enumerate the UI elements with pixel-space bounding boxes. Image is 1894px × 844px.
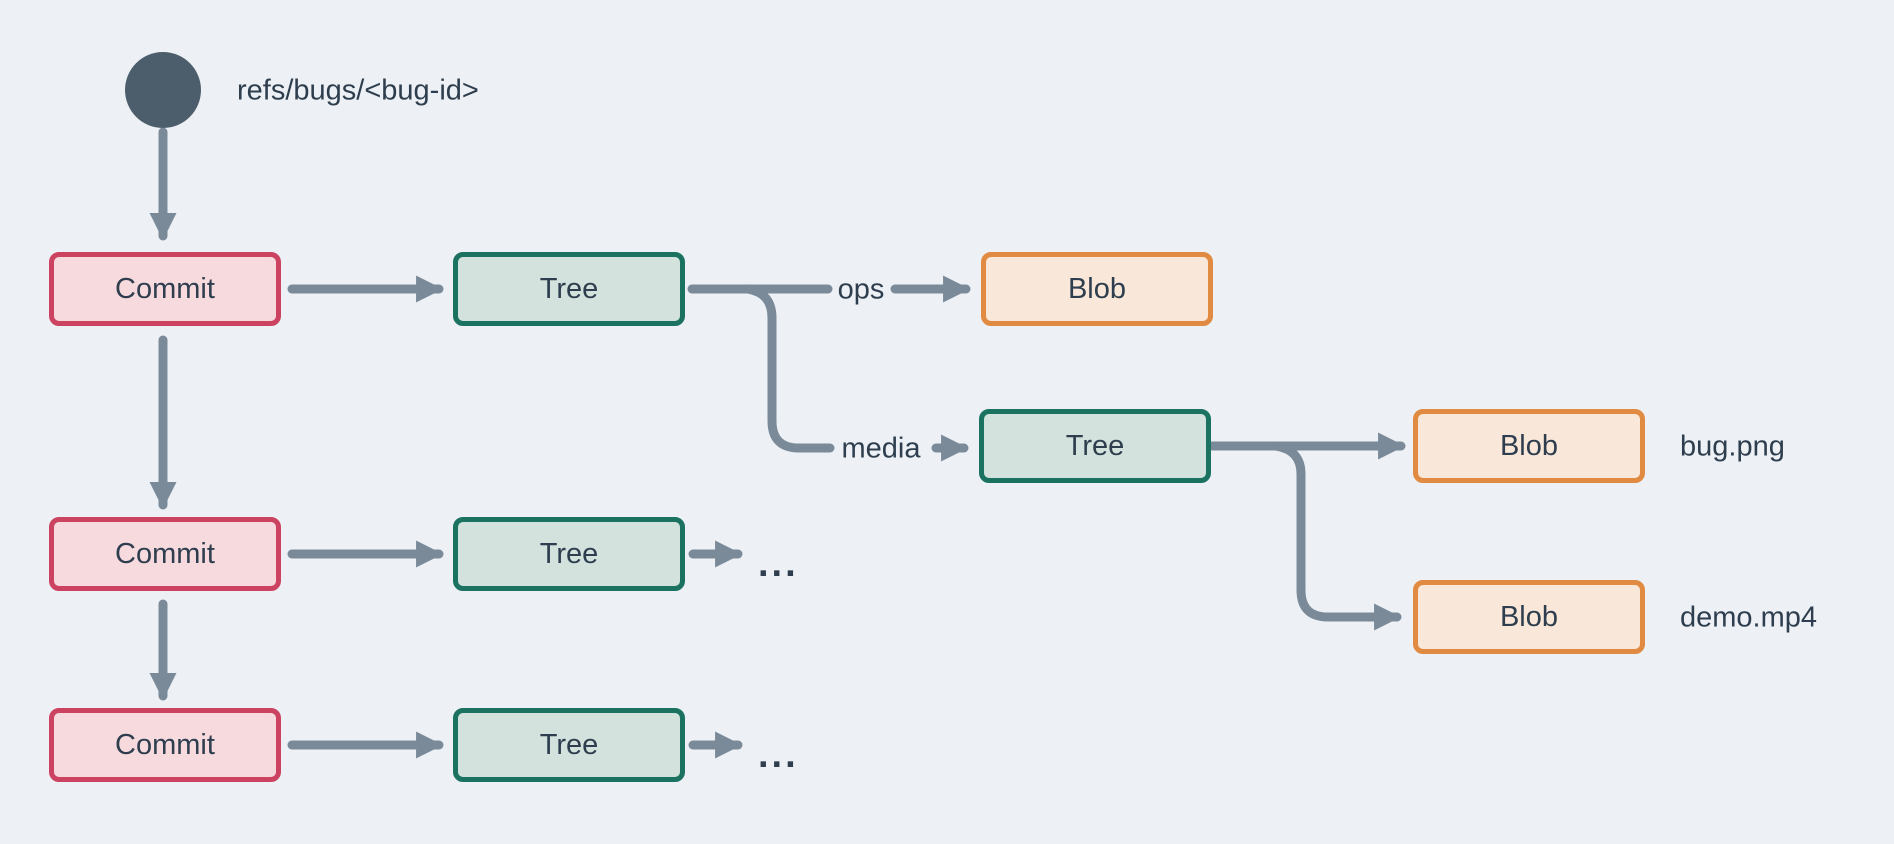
tree-node-2-label: Tree [539, 537, 599, 570]
commit-node-2: Commit [49, 517, 281, 591]
tree-node-2: Tree [453, 517, 685, 591]
file-label-demo-mp4: demo.mp4 [1680, 601, 1818, 634]
blob-node-bug-label: Blob [1499, 429, 1559, 462]
blob-node-ops: Blob [981, 252, 1213, 326]
blob-node-ops-label: Blob [1067, 272, 1127, 305]
edge-label-ops: ops [837, 273, 885, 306]
tree-node-3-label: Tree [539, 728, 599, 761]
commit-node-1: Commit [49, 252, 281, 326]
arrow-tree2-branch-to-blob-demo [1271, 441, 1402, 631]
blob-node-bug: Blob [1413, 409, 1645, 483]
line-tree1-branch-media [743, 284, 835, 453]
commit-node-2-label: Commit [115, 537, 215, 570]
tree-node-media: Tree [979, 409, 1211, 483]
blob-node-demo: Blob [1413, 580, 1645, 654]
ref-label: refs/bugs/<bug-id> [237, 74, 479, 107]
ref-circle [125, 52, 201, 128]
commit-node-3-label: Commit [115, 728, 215, 761]
tree-node-1: Tree [453, 252, 685, 326]
ellipsis-row-3: ... [758, 734, 799, 776]
file-label-bug-png: bug.png [1680, 430, 1785, 463]
commit-node-3: Commit [49, 708, 281, 782]
tree-node-3: Tree [453, 708, 685, 782]
edge-label-media: media [841, 432, 921, 465]
tree-node-1-label: Tree [539, 272, 599, 305]
tree-node-media-label: Tree [1065, 429, 1125, 462]
blob-node-demo-label: Blob [1499, 600, 1559, 633]
commit-node-1-label: Commit [115, 272, 215, 305]
ellipsis-row-2: ... [758, 543, 799, 585]
